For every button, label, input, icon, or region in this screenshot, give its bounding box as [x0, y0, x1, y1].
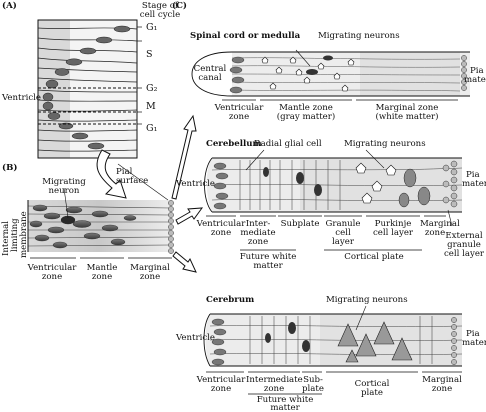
phase-m: M [146, 101, 156, 112]
pial-surface-2: surface [116, 176, 149, 186]
phase-g1-bottom: G₁ [146, 123, 158, 134]
cb-granule-2: cell [335, 228, 351, 238]
cb-external-2: granule [447, 240, 481, 250]
cerebellum-ventricle: Ventricle [176, 179, 215, 189]
cerebrum-migrating: Migrating neurons [326, 295, 408, 305]
central-canal-1: Central [193, 64, 227, 74]
cr-ventricular-1: Ventricular [196, 375, 246, 385]
pial-surface-1: Pial [116, 167, 133, 177]
cr-ventricular-2: zone [210, 384, 232, 394]
cr-marginal-2: zone [431, 384, 453, 394]
cb-granule-1: Granule [325, 219, 361, 229]
spinal-ventricular-2: zone [228, 112, 250, 122]
cb-future-1: Future white [239, 252, 297, 262]
cerebrum-title: Cerebrum [206, 295, 255, 305]
cerebellum-pia-1: Pia [466, 170, 480, 180]
ilm-line-3: membrane [19, 211, 29, 258]
cr-future-1: Future white [256, 395, 314, 405]
cr-sub-1: Sub- [303, 375, 323, 385]
ventricle-label-a: Ventricle [2, 93, 41, 103]
cb-external-1: External [445, 231, 483, 241]
panel-a-neuroepithelium [37, 19, 142, 159]
spinal-mantle-2: (gray matter) [276, 112, 336, 122]
panel-b-letter: (B) [2, 163, 18, 173]
cb-external-3: cell layer [443, 249, 485, 259]
cerebellum-migrating: Migrating neurons [344, 139, 426, 149]
migrating-neuron-2: neuron [48, 186, 80, 196]
b-ventricular: Ventricular [27, 263, 77, 273]
cb-granule-3: layer [332, 237, 354, 247]
cb-marginal-2: zone [424, 228, 446, 238]
migrating-neuron-1: Migrating [42, 177, 86, 187]
spinal-mantle-1: Mantle zone [279, 103, 333, 113]
stage-title-2: cell cycle [139, 10, 181, 20]
panel-b-tube-wall [27, 163, 174, 259]
panel-c-cerebellum [204, 149, 463, 251]
cerebrum-pia-1: Pia [466, 329, 480, 339]
phase-s: S [146, 49, 153, 60]
phase-g1-top: G₁ [146, 22, 158, 33]
cerebellum-title: Cerebellum [206, 139, 262, 149]
stage-title-1: Stage of [141, 1, 179, 11]
cb-purkinje-2: cell layer [372, 228, 414, 238]
cb-ventricular-1: Ventricular [196, 219, 246, 229]
cb-marginal-1: Marginal [420, 219, 460, 229]
cr-marginal-1: Marginal [422, 375, 462, 385]
spinal-pia-2: mater [464, 75, 486, 85]
cb-purkinje-1: Purkinje [374, 219, 412, 229]
panel-c-cerebrum [203, 305, 463, 395]
cr-future-2: matter [270, 403, 300, 412]
cerebellum-pia-2: mater [462, 179, 486, 189]
b-marginal-zone: zone [139, 272, 161, 282]
spinal-marginal-2: (white matter) [375, 112, 439, 122]
spinal-title: Spinal cord or medulla [190, 31, 301, 41]
b-mantle-zone: zone [91, 272, 113, 282]
cb-inter-1: Inter- [245, 219, 271, 229]
spinal-marginal-1: Marginal zone [375, 103, 439, 113]
cb-subplate: Subplate [280, 219, 320, 229]
b-mantle: Mantle [86, 263, 118, 273]
cb-cortical: Cortical plate [344, 252, 404, 262]
cr-sub-2: plate [302, 384, 324, 394]
cb-ventricular-2: zone [210, 228, 232, 238]
cb-inter-2: mediate [240, 228, 276, 238]
spinal-migrating: Migrating neurons [318, 31, 400, 41]
cr-cortical-1: Cortical [354, 379, 390, 389]
b-ventricular-zone: zone [41, 272, 63, 282]
cerebrum-ventricle: Ventricle [176, 333, 215, 343]
panel-c-letter: (C) [172, 1, 187, 11]
radial-glial-label: Radial glial cell [254, 139, 322, 149]
spinal-pia-1: Pia [470, 66, 484, 76]
cerebrum-pia-2: mater [462, 338, 486, 348]
spinal-ventricular-1: Ventricular [214, 103, 264, 113]
cb-future-2: matter [253, 261, 283, 271]
panel-c-spinal [191, 49, 470, 101]
cb-inter-3: zone [247, 237, 269, 247]
cr-cortical-2: plate [361, 388, 383, 398]
panel-a-letter: (A) [2, 1, 17, 11]
transition-arrows [96, 114, 204, 273]
central-canal-2: canal [198, 73, 222, 83]
b-marginal: Marginal [130, 263, 170, 273]
cr-intermediate: Intermediate zone [246, 375, 303, 394]
phase-g2: G₂ [146, 83, 158, 94]
